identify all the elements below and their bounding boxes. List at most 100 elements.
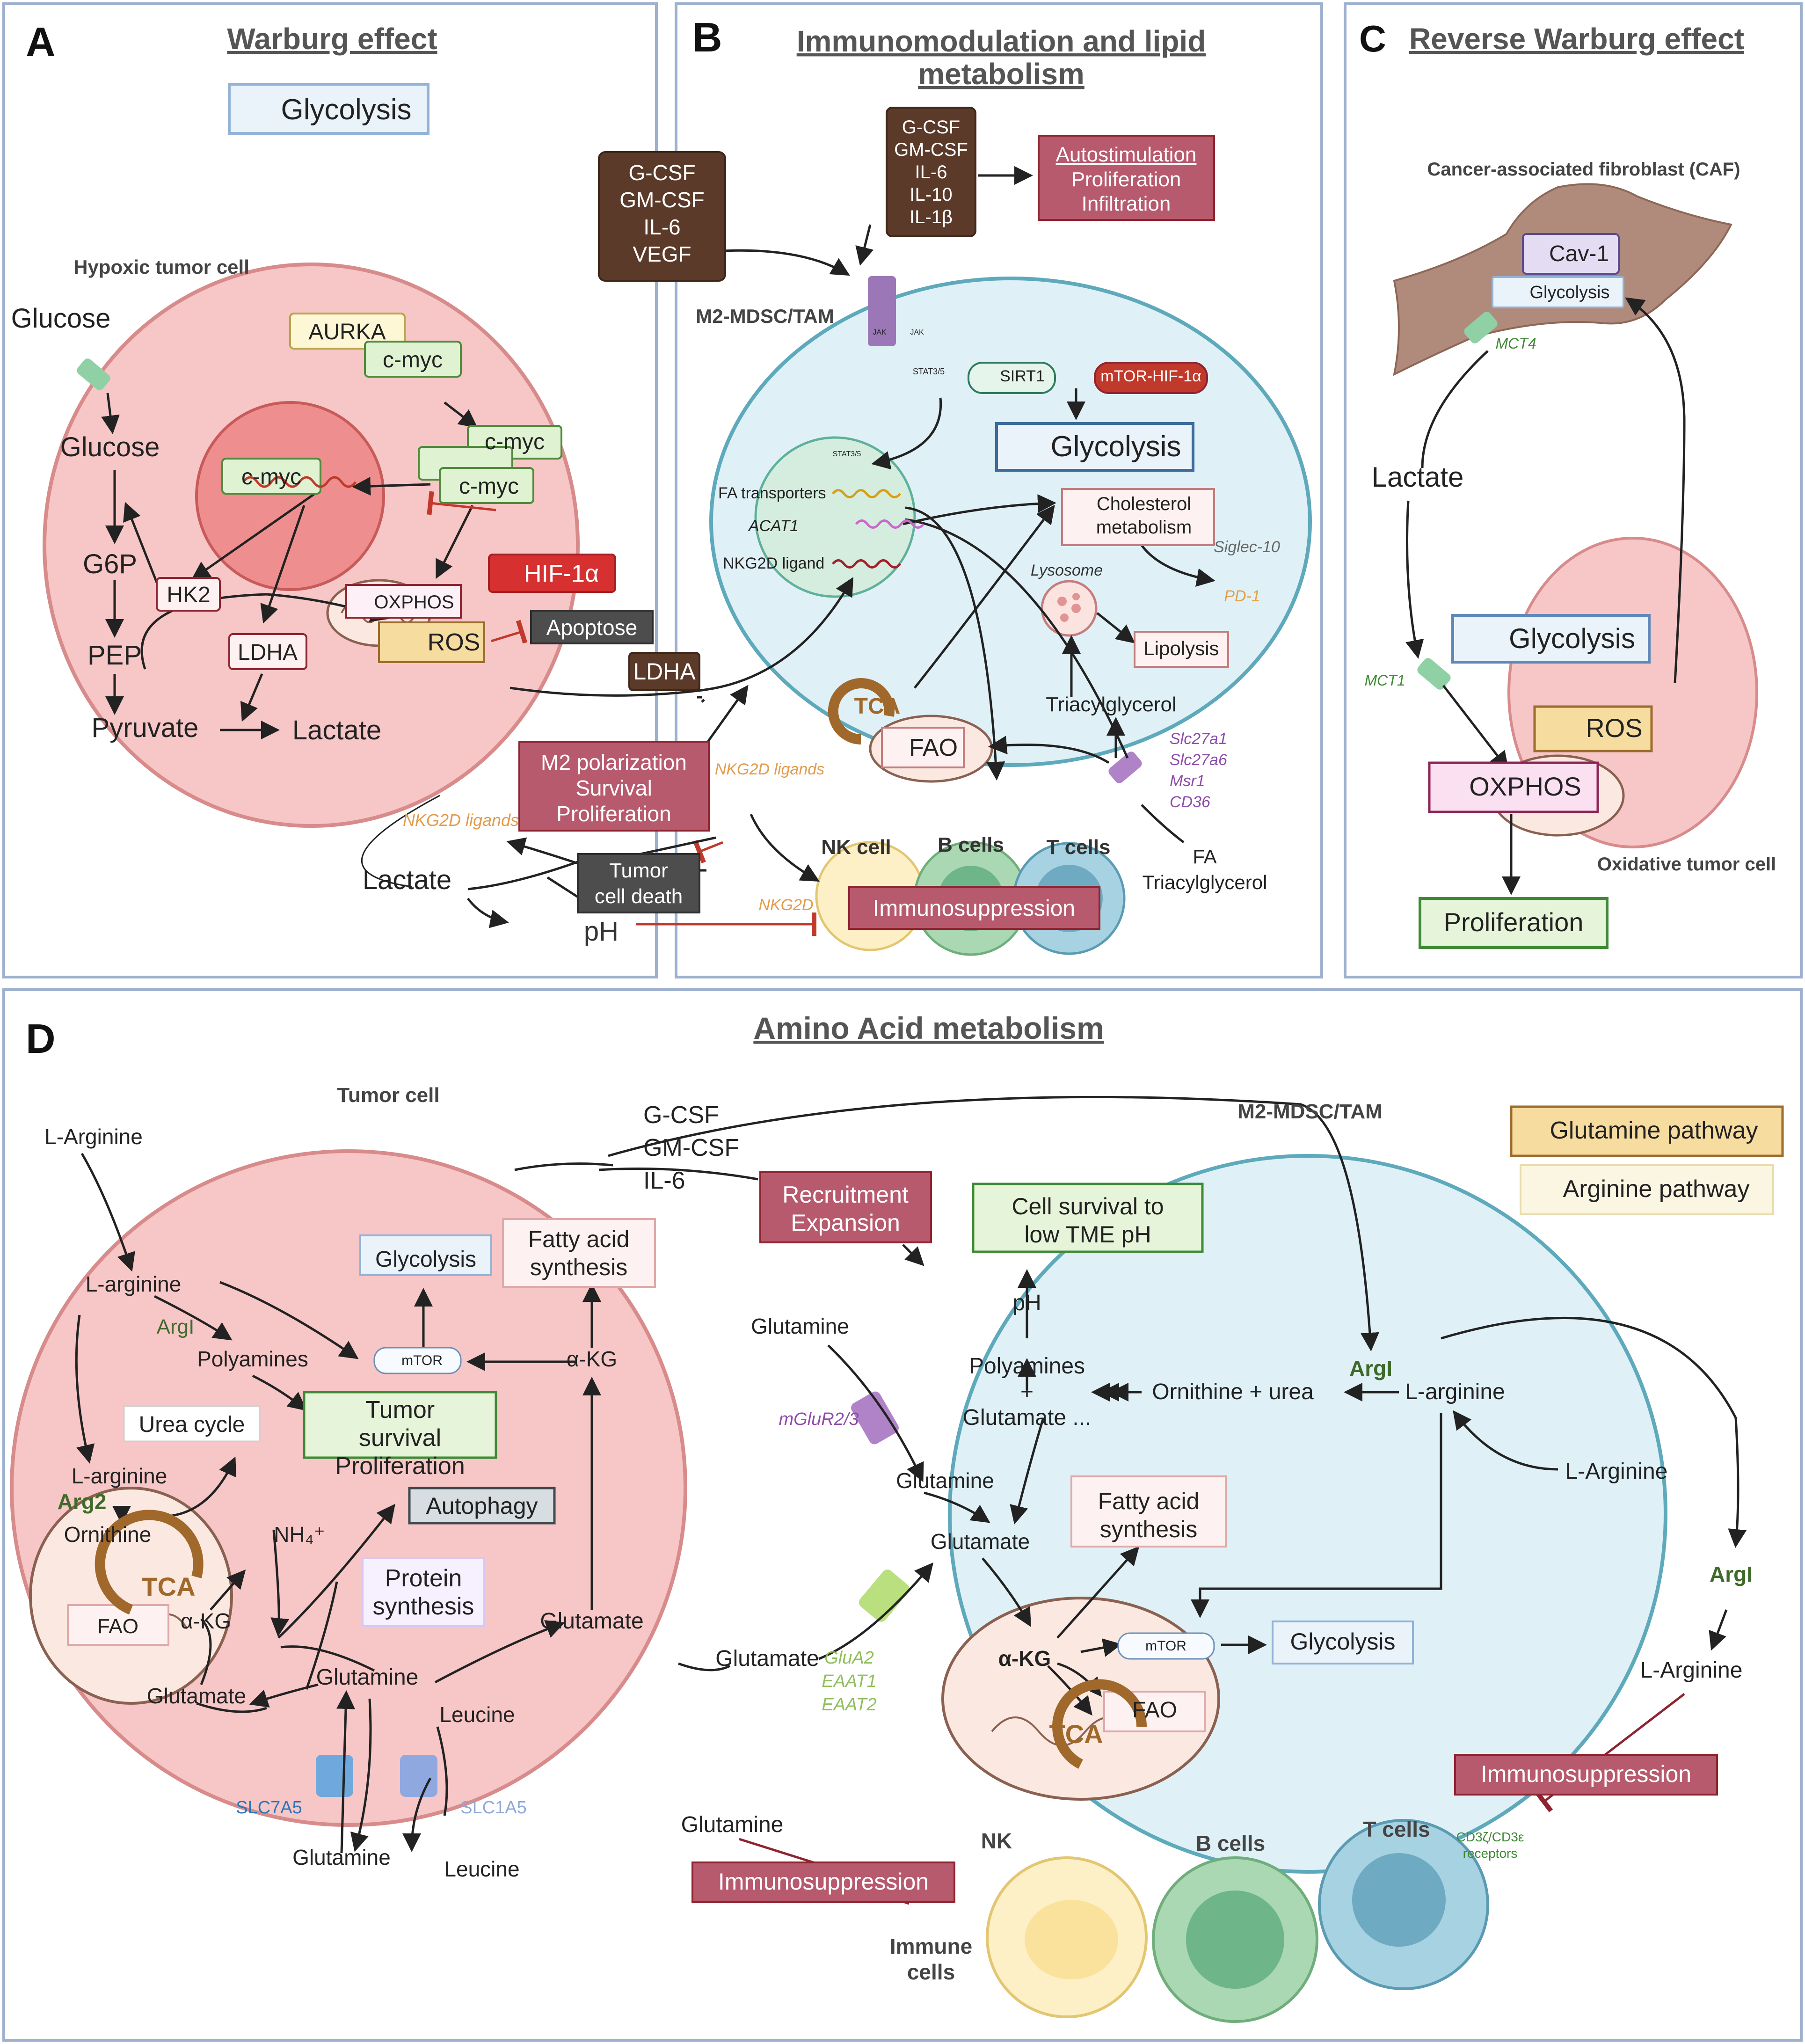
ros-c-label: ROS	[1586, 713, 1642, 743]
arrows-d	[75, 1095, 1747, 1854]
apoptose-label: Apoptose	[546, 615, 637, 640]
l-arginine-inside: L-arginine	[86, 1272, 182, 1296]
cholesterol-2: metabolism	[1096, 517, 1192, 538]
fa-label: FA	[1193, 846, 1216, 868]
tumor-survival-3: Proliferation	[335, 1453, 465, 1480]
oxphos-a-label: OXPHOS	[374, 592, 454, 613]
urea-cycle: Urea cycle	[139, 1412, 245, 1437]
glycolysis-up-label: Glycolysis	[281, 94, 411, 126]
mct1-transporter	[1417, 658, 1451, 690]
slc27a1-label: Slc27a1	[1170, 730, 1227, 748]
immune-cells-1: Immune	[890, 1934, 972, 1958]
protein-synthesis-1: Protein	[385, 1565, 462, 1592]
lactate-c: Lactate	[1372, 461, 1464, 493]
mdsc-label-d: M2-MDSC/TAM	[1237, 1100, 1383, 1123]
eaat2-label: EAAT2	[822, 1695, 877, 1715]
oxidative-cell-label: Oxidative tumor cell	[1597, 854, 1776, 875]
nk-d-label: NK	[981, 1829, 1012, 1853]
fas-mdsc-2: synthesis	[1100, 1516, 1197, 1542]
glua2-transporter	[859, 1570, 910, 1622]
autostim-infiltration: Infiltration	[1082, 192, 1171, 215]
autostimulation: Autostimulation	[1056, 143, 1197, 166]
glutamate-mdsc: Glutamate	[931, 1529, 1030, 1554]
title-warburg: Warburg effect	[227, 22, 437, 56]
cytokine-vegf: VEGF	[633, 242, 691, 266]
glutamine-outside-d: Glutamine	[292, 1845, 391, 1869]
nucleus-b	[754, 436, 916, 598]
glua2-label: GluA2	[824, 1648, 874, 1668]
boxes	[67, 83, 1784, 1903]
panel-b-label: B	[692, 14, 722, 60]
mct4-label: MCT4	[1495, 335, 1536, 352]
msr1-label: Msr1	[1170, 772, 1205, 790]
title-immuno-2: metabolism	[918, 57, 1084, 91]
fas-d-1: Fatty acid	[528, 1226, 630, 1252]
tumor-cell-death-2: cell death	[595, 885, 683, 908]
jak-label-1: JAK	[873, 328, 887, 336]
dna-strands	[242, 476, 924, 569]
fas-d-2: synthesis	[530, 1254, 627, 1280]
panel-a-label: A	[26, 19, 56, 65]
leucine-d: Leucine	[439, 1702, 515, 1727]
mtor-mdsc-label: mTOR	[1145, 1638, 1186, 1654]
fao-b-label: FAO	[909, 734, 958, 761]
caf-label: Cancer-associated fibroblast (CAF)	[1427, 159, 1740, 180]
proliferation-c: Proliferation	[1444, 907, 1584, 937]
b-cells-d-label: B cells	[1196, 1831, 1265, 1855]
fas-mdsc-1: Fatty acid	[1098, 1488, 1200, 1514]
autostim-proliferation: Proliferation	[1071, 168, 1181, 191]
ph-label: pH	[584, 916, 619, 947]
mtor-hif-label: mTOR-HIF-1α	[1100, 367, 1201, 385]
glutamine-low-d: Glutamine	[681, 1812, 784, 1837]
immunosuppression-left: Immunosuppression	[718, 1869, 929, 1895]
legend-glutamine: Glutamine pathway	[1550, 1117, 1758, 1144]
lactate-outside: Lactate	[363, 865, 451, 895]
fa-transporter-b	[1108, 752, 1142, 783]
arg2-label: Arg2	[58, 1489, 107, 1514]
ldha-a-label: LDHA	[238, 640, 298, 665]
glutamate-mito-d: Glutamate	[147, 1684, 246, 1708]
mglur-label: mGluR2/3	[779, 1409, 859, 1429]
l-arginine-mito: L-arginine	[72, 1464, 167, 1488]
cd3-label: CD3ζ/CD3ε	[1456, 1830, 1524, 1844]
oxphos-c-label: OXPHOS	[1469, 772, 1581, 801]
alpha-kg-d: α-KG	[567, 1347, 617, 1371]
t-cells-d-label: T cells	[1363, 1817, 1430, 1841]
nk-cell-d-nucleus	[1025, 1900, 1118, 1979]
pep-label: PEP	[87, 640, 142, 671]
g6p-label: G6P	[83, 549, 137, 579]
glutamine-d: Glutamine	[316, 1665, 419, 1690]
eaat1-label: EAAT1	[822, 1672, 877, 1691]
protein-synthesis-2: synthesis	[373, 1593, 474, 1620]
b-cytokine-gmcsf: GM-CSF	[894, 139, 968, 160]
siglec-label: Siglec-10	[1214, 538, 1280, 556]
lysosome-organelle	[1041, 580, 1098, 637]
slc1a5-transporter	[400, 1755, 437, 1797]
glutamine-mdsc: Glutamine	[896, 1468, 994, 1493]
panel-a-border	[2, 2, 658, 978]
cmyc-1: c-myc	[383, 348, 443, 372]
b-cells-label: B cells	[938, 833, 1004, 856]
cmyc-3: c-myc	[459, 474, 519, 499]
slc27a6-label: Slc27a6	[1170, 751, 1227, 769]
cytokine-gmcsf: GM-CSF	[619, 188, 704, 212]
nkg2d-receptor-label: NKG2D	[758, 896, 813, 914]
b-cytokine-gcsf: G-CSF	[902, 117, 960, 138]
nucleus-a	[195, 401, 385, 591]
receptors-label: receptors	[1463, 1846, 1518, 1861]
t-cell-d-nucleus	[1352, 1853, 1446, 1947]
panel-c-label: C	[1359, 18, 1386, 59]
receptor-jak-stat	[868, 276, 896, 346]
glycolysis-mdsc: Glycolysis	[1290, 1628, 1395, 1655]
m2-survival: Survival	[575, 776, 652, 800]
akg-mito-d: α-KG	[181, 1609, 231, 1633]
b-cytokine-il1b: IL-1β	[910, 207, 953, 227]
aurka-label: AURKA	[308, 320, 386, 344]
tca-b-label: TCA	[854, 694, 901, 719]
mdsc-label-b: M2-MDSC/TAM	[696, 305, 834, 327]
m2-proliferation: Proliferation	[556, 802, 671, 826]
title-immuno-1: Immunomodulation and lipid	[797, 24, 1206, 58]
glucose-transporter	[77, 358, 110, 390]
ros-a-label: ROS	[428, 629, 480, 656]
